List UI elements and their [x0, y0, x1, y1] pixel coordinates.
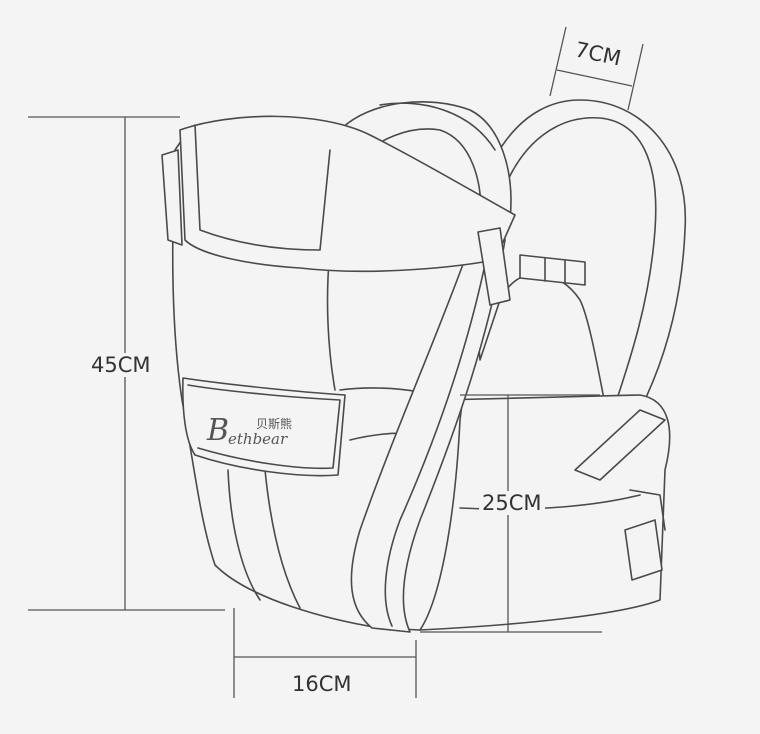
- strap-buckle: [519, 254, 586, 286]
- width-label: 16CM: [289, 672, 355, 696]
- strap-arc-line: [379, 102, 496, 151]
- belt-buckle: [624, 519, 663, 581]
- strap-center-line: [384, 249, 489, 627]
- side-strap: [574, 409, 666, 481]
- logo-b: B: [206, 413, 229, 448]
- hood-buckle-tab: [477, 227, 511, 306]
- hood: [179, 115, 516, 273]
- hood-panel: [194, 124, 331, 251]
- strap-inner-line: [499, 117, 657, 406]
- waist-label: 25CM: [479, 491, 545, 515]
- pocket-stitch: [187, 384, 341, 470]
- height-label: 45CM: [88, 353, 154, 377]
- body-stripes: [227, 469, 301, 609]
- logo-chinese: 贝斯熊: [256, 416, 292, 431]
- belt-buckle-loop: [629, 489, 666, 531]
- strap-dimension: [549, 26, 644, 111]
- front-pocket: [182, 377, 346, 477]
- waist-belt: [419, 394, 671, 631]
- width-dimension: [233, 608, 417, 698]
- logo-text: ethbear: [228, 430, 288, 448]
- buckle-detail: [544, 257, 566, 284]
- hood-side-tab: [161, 149, 183, 246]
